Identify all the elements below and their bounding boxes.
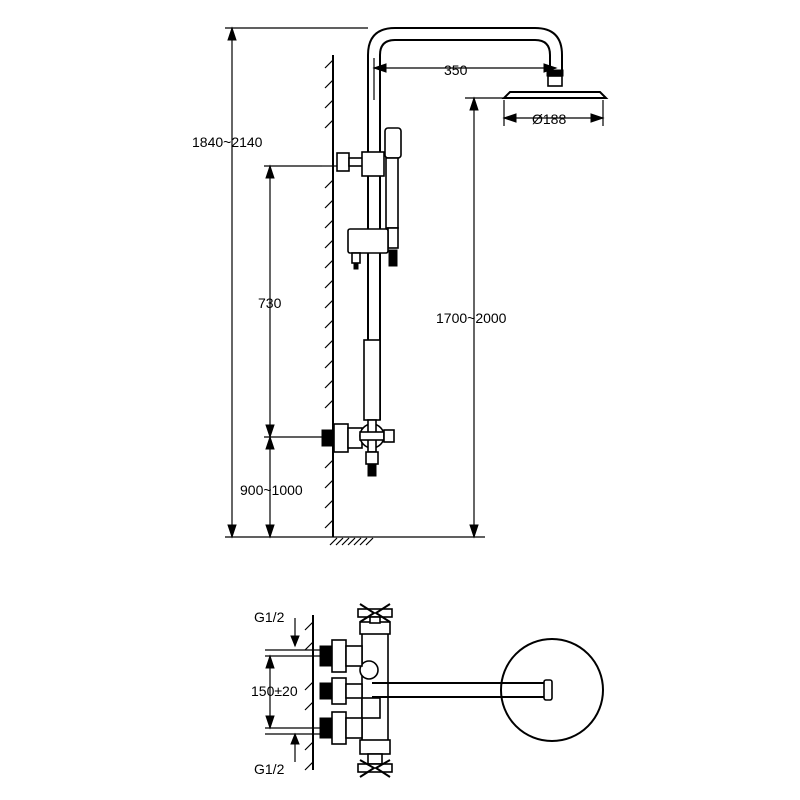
- dim-bracket-spacing-label: 730: [258, 295, 282, 311]
- wall-section: [324, 55, 334, 537]
- upper-wall-bracket: [322, 151, 385, 177]
- dim-head-diameter-line: [502, 100, 605, 126]
- plan-view: G1/2 150±20 G1/2: [251, 603, 604, 778]
- plan-valve-body: [359, 621, 391, 765]
- lower-inlet-connector: [319, 711, 363, 745]
- hand-shower: [384, 127, 402, 267]
- inlet-spacing-label: 150±20: [251, 683, 298, 699]
- dim-bracket-spacing-line: [264, 164, 322, 439]
- mixer-valve-body: [321, 419, 395, 477]
- inlet-bottom-leader: [265, 732, 322, 762]
- inlet-bottom-label: G1/2: [254, 761, 285, 777]
- dim-valve-height-line: [264, 435, 322, 539]
- shower-riser-pipe: [363, 27, 563, 421]
- floor-line: [225, 536, 485, 546]
- inlet-top-label: G1/2: [254, 609, 285, 625]
- side-elevation-view: 1840~2140 350 Ø188 1700~2000: [192, 26, 609, 546]
- dim-valve-height-label: 900~1000: [240, 482, 303, 498]
- dim-head-diameter-label: Ø188: [532, 111, 566, 127]
- upper-inlet-connector: [319, 639, 363, 673]
- rain-shower-head: [501, 69, 609, 99]
- dim-total-height-label: 1840~2140: [192, 134, 263, 150]
- dim-arm-length-label: 350: [444, 62, 468, 78]
- plan-shower-head: [500, 638, 604, 742]
- plan-wall-section: [304, 615, 314, 771]
- inlet-top-leader: [265, 618, 322, 651]
- bottom-cross-handle: [357, 759, 393, 778]
- middle-outlet-connector: [319, 677, 363, 705]
- plan-shower-arm: [371, 679, 553, 701]
- slide-bar-holder: [347, 228, 389, 270]
- dim-head-height-line: [465, 96, 505, 539]
- dim-arm-length-line: [372, 58, 558, 100]
- top-cross-handle: [357, 603, 393, 624]
- dim-total-height-line: [225, 26, 368, 539]
- inlet-spacing-line: [265, 654, 322, 730]
- dim-head-height-label: 1700~2000: [436, 310, 507, 326]
